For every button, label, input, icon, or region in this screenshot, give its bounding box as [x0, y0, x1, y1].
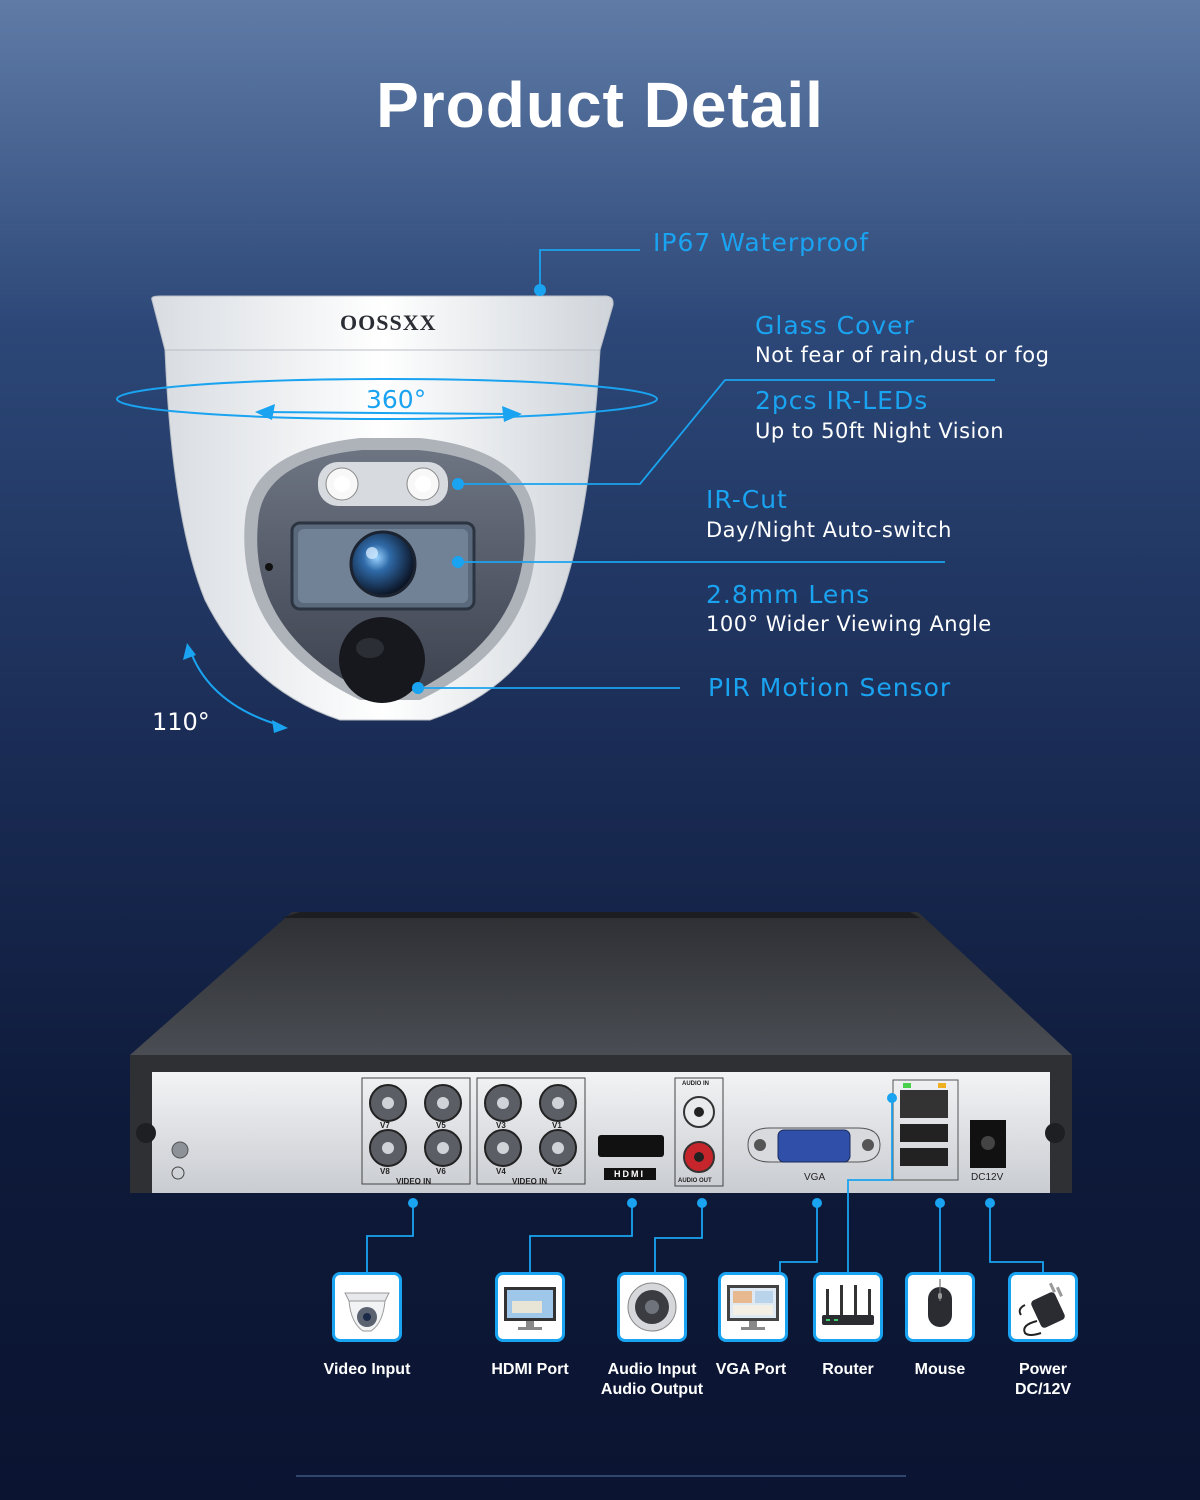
rotation-ring: [116, 378, 658, 420]
port-lines: [366, 1098, 1044, 1272]
feature-glass-subtitle: Not fear of rain,dust or fog: [755, 343, 1050, 367]
channel-label: V2: [552, 1167, 562, 1176]
video-in-label: VIDEO IN: [512, 1177, 548, 1186]
port-label-vga: VGA Port: [715, 1361, 787, 1378]
channel-label: V7: [380, 1121, 390, 1130]
dome-camera: [151, 295, 614, 721]
feature-waterproof-title: IP67 Waterproof: [653, 228, 870, 257]
port-label-power: Power DC/12V: [1014, 1361, 1072, 1398]
speaker-icon: [617, 1272, 687, 1342]
vga-monitor-icon: [718, 1272, 788, 1342]
port-label-mouse: Mouse: [914, 1361, 966, 1378]
channel-label: V8: [380, 1167, 390, 1176]
dc-label: DC12V: [971, 1172, 1004, 1183]
channel-label: V1: [552, 1121, 562, 1130]
feature-glass-title: Glass Cover: [755, 311, 915, 340]
monitor-icon: [495, 1272, 565, 1342]
audio-out-label: AUDIO OUT: [678, 1178, 712, 1184]
feature-irled-subtitle: Up to 50ft Night Vision: [755, 419, 1005, 443]
port-label-hdmi: HDMI Port: [491, 1361, 569, 1378]
dome-camera-icon: [332, 1272, 402, 1342]
tilt-label: 110°: [152, 708, 210, 736]
channel-label: V5: [436, 1121, 446, 1130]
feature-lens-title: 2.8mm Lens: [706, 580, 871, 609]
channel-label: V3: [496, 1121, 506, 1130]
brand-logo: OOSSXX: [340, 310, 437, 335]
router-icon: [813, 1272, 883, 1342]
mouse-icon: [905, 1272, 975, 1342]
dvr-recorder: [130, 912, 1072, 1193]
feature-irled-title: 2pcs IR-LEDs: [755, 386, 929, 415]
arrow-left-icon: [255, 404, 275, 420]
port-label-video-input: Video Input: [323, 1361, 411, 1378]
port-label-audio: Audio Input Audio Output: [600, 1361, 704, 1398]
audio-in-label: AUDIO IN: [682, 1081, 709, 1087]
channel-label: V4: [496, 1167, 506, 1176]
feature-ircut-title: IR-Cut: [706, 485, 788, 514]
callout-lines: [418, 249, 995, 689]
feature-lens-subtitle: 100° Wider Viewing Angle: [706, 612, 992, 636]
arrow-right-icon: [502, 406, 522, 422]
vga-label: VGA: [804, 1172, 826, 1183]
port-label-router: Router: [822, 1361, 874, 1378]
power-adapter-icon: [1008, 1272, 1078, 1342]
page-title: Product Detail: [376, 69, 824, 141]
channel-label: V6: [436, 1167, 446, 1176]
feature-pir-title: PIR Motion Sensor: [708, 673, 952, 702]
feature-ircut-subtitle: Day/Night Auto-switch: [706, 518, 952, 542]
rotation-label: 360°: [366, 385, 427, 414]
tilt-arc: [189, 649, 283, 727]
video-in-label: VIDEO IN: [396, 1177, 432, 1186]
hdmi-label: HDMI: [614, 1169, 645, 1179]
